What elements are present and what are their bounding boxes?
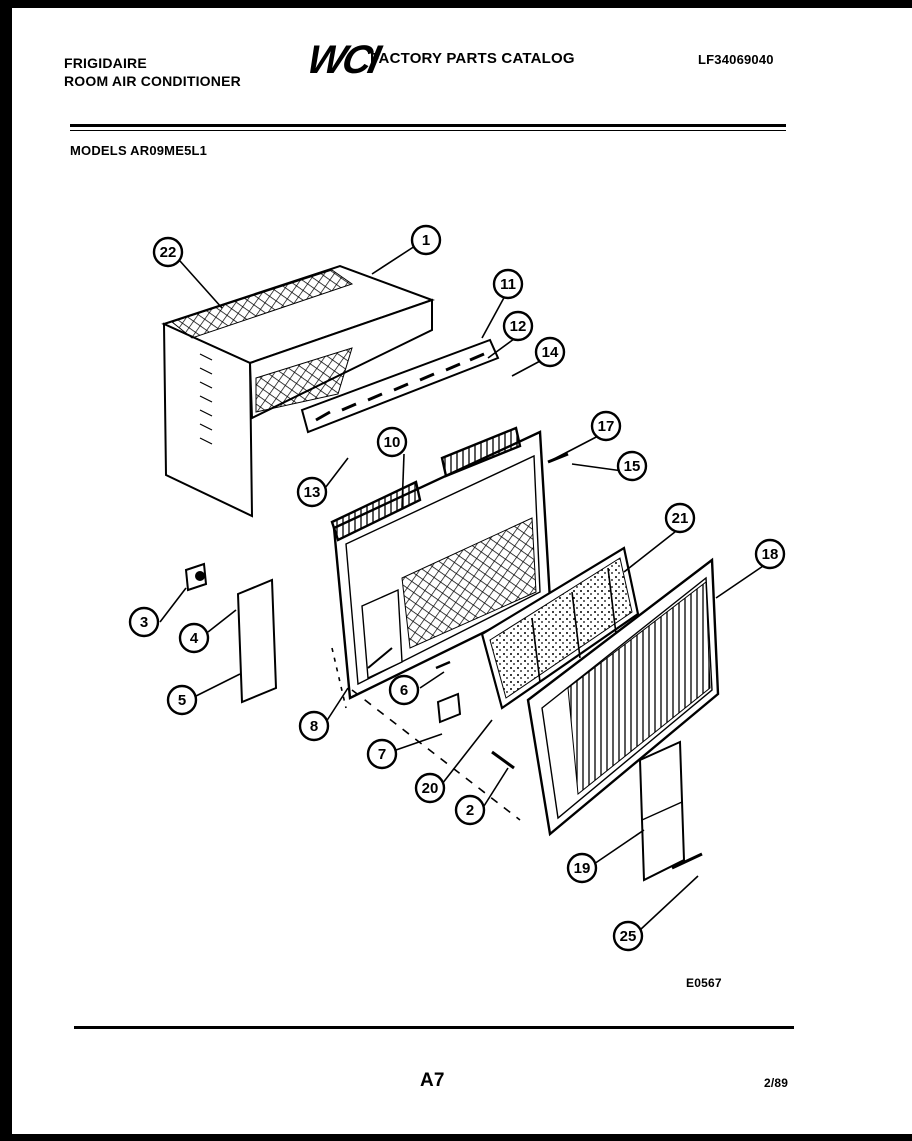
exploded-parts-diagram: 22 1 11 12 14 17 10 15 13 21 18 3 4 5 6 … [128,224,786,952]
callout-13: 13 [296,476,328,508]
callout-1: 1 [410,224,442,256]
callout-circle [454,794,486,826]
callout-number: 22 [160,244,177,261]
callout-number: 1 [422,232,430,249]
callout-circle [366,738,398,770]
callout-circle [502,310,534,342]
small-hardware [435,452,569,770]
cabinet-shell [161,264,435,518]
callout-circle [534,336,566,368]
control-panel-bracket [300,338,500,434]
callout-circle [152,236,184,268]
catalog-page: FRIGIDAIRE ROOM AIR CONDITIONER WCI FACT… [12,8,912,1134]
front-grille [526,557,720,837]
callout-18: 18 [754,538,786,570]
callout-number: 10 [384,434,401,451]
callout-20: 20 [414,772,446,804]
callout-number: 18 [762,546,779,563]
page-number: A7 [420,1070,445,1091]
callout-circle [128,606,160,638]
callout-circle [664,502,696,534]
callout-number: 4 [190,630,199,647]
brand-block: FRIGIDAIRE ROOM AIR CONDITIONER [64,54,241,90]
callout-number: 21 [672,510,689,527]
callout-7: 7 [366,738,398,770]
callout-3: 3 [128,606,160,638]
callout-number: 20 [422,780,439,797]
callout-5: 5 [166,684,198,716]
callout-number: 14 [542,344,559,361]
callout-circle [414,772,446,804]
evaporator-coil [480,546,640,710]
callout-25: 25 [612,920,644,952]
callout-number: 13 [304,484,321,501]
product-line: ROOM AIR CONDITIONER [64,73,241,89]
callout-6: 6 [388,674,420,706]
callout-bubbles: 22 1 11 12 14 17 10 15 13 21 18 3 4 5 6 … [128,224,786,952]
callout-12: 12 [502,310,534,342]
control-knob-housing [184,562,278,704]
callout-15: 15 [616,450,648,482]
callout-circle [178,622,210,654]
callout-4: 4 [178,622,210,654]
callout-circle [376,426,408,458]
callout-circle [296,476,328,508]
callout-circle [410,224,442,256]
callout-11: 11 [492,268,524,300]
callout-number: 7 [378,746,386,763]
callout-number: 25 [620,928,637,945]
callout-21: 21 [664,502,696,534]
header-rule-thick [70,124,786,127]
callout-22: 22 [152,236,184,268]
callout-number: 6 [400,682,408,699]
callout-number: 2 [466,802,474,819]
revision-date: 2/89 [764,1076,789,1090]
diagram-code: E0567 [686,976,722,990]
front-panel-frame [330,426,552,700]
callout-10: 10 [376,426,408,458]
filter-panel [638,740,703,882]
callout-number: 8 [310,718,318,735]
callout-14: 14 [534,336,566,368]
callout-circle [298,710,330,742]
callout-circle [492,268,524,300]
callout-circle [616,450,648,482]
callout-circle [566,852,598,884]
header-rule-thin [70,130,786,131]
footer-rule [74,1026,794,1029]
part-number: LF34069040 [698,52,774,67]
callout-circle [754,538,786,570]
callout-number: 15 [624,458,641,475]
callout-number: 11 [500,276,516,293]
callout-19: 19 [566,852,598,884]
catalog-title: FACTORY PARTS CATALOG [370,50,575,67]
callout-number: 17 [598,418,615,435]
callout-circle [612,920,644,952]
brand-name: FRIGIDAIRE [64,55,147,71]
callout-number: 5 [178,692,186,709]
callout-circle [166,684,198,716]
callout-17: 17 [590,410,622,442]
models-label: MODELS AR09ME5L1 [70,143,208,158]
callout-circle [388,674,420,706]
callout-number: 19 [574,860,591,877]
leader-lines [159,245,767,931]
callout-2: 2 [454,794,486,826]
callout-8: 8 [298,710,330,742]
callout-number: 12 [510,318,527,335]
callout-number: 3 [140,614,148,631]
callout-circle [590,410,622,442]
